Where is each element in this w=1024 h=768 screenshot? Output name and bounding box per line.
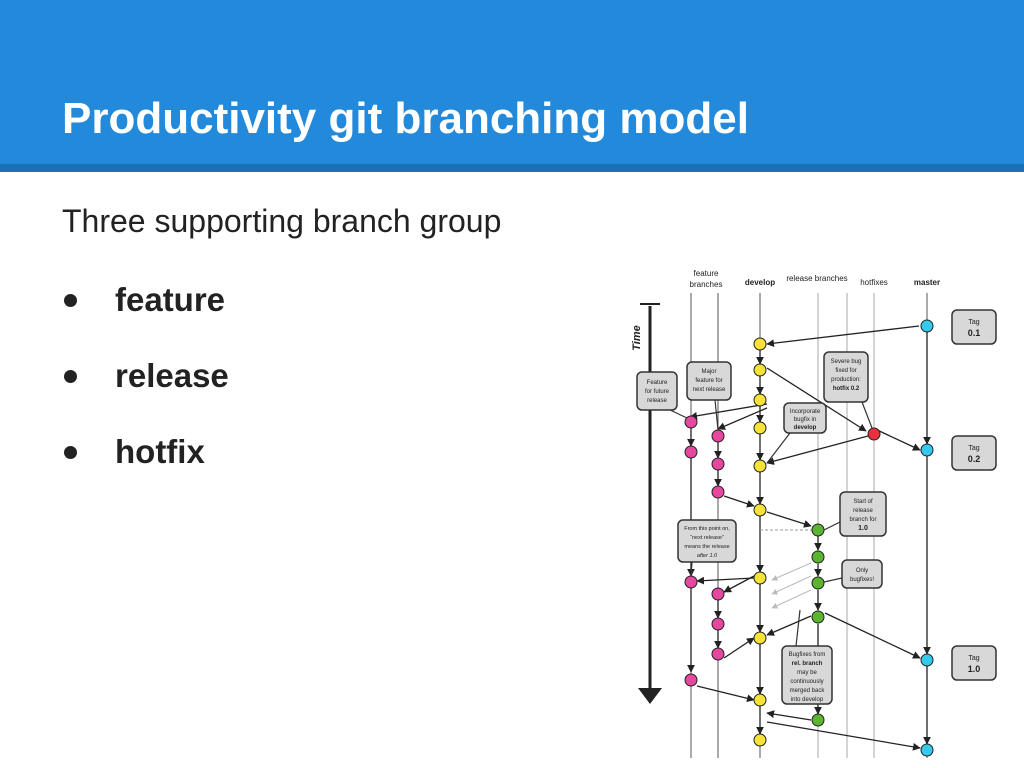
callout-feature-future: Feature for future release (636, 371, 688, 419)
svg-text:release: release (647, 398, 667, 404)
column-header-branches: branches (690, 280, 723, 289)
svg-text:Tag: Tag (968, 319, 979, 326)
column-header-develop: develop (745, 278, 775, 287)
bullet-item: feature (60, 262, 229, 338)
hotfix-commit (867, 427, 881, 441)
bullet-label: hotfix (115, 433, 205, 470)
slide-header (0, 0, 1024, 164)
svg-text:1.0: 1.0 (858, 525, 868, 532)
svg-text:0.2: 0.2 (968, 454, 981, 464)
svg-text:Severe bug: Severe bug (831, 359, 862, 365)
svg-text:0.1: 0.1 (968, 328, 981, 338)
svg-text:Feature: Feature (647, 380, 668, 386)
tag-box: Tag 0.2 (951, 435, 997, 471)
svg-text:merged back: merged back (790, 688, 826, 694)
svg-text:branch for: branch for (849, 517, 876, 523)
bullet-dot-icon (64, 293, 77, 307)
slide-title: Productivity git branching model (62, 94, 749, 143)
callout-severe-bug: Severe bug fixed for production: hotfix … (823, 351, 873, 429)
svg-text:Bugfixes from: Bugfixes from (789, 652, 826, 658)
bullet-dot-icon (64, 369, 77, 383)
bullet-label: release (115, 357, 229, 394)
bullet-label: feature (115, 281, 226, 318)
svg-text:bugfix in: bugfix in (794, 417, 816, 423)
svg-text:“next release”: “next release” (690, 535, 724, 541)
feature-commits (684, 415, 725, 687)
svg-text:after 1.0: after 1.0 (697, 553, 718, 559)
git-branching-diagram: feature branches develop release branche… (631, 269, 997, 758)
svg-text:production:: production: (831, 377, 861, 383)
bullet-item: release (60, 338, 229, 414)
svg-text:Only: Only (856, 568, 868, 574)
callout-start-release: Start of release branch for 1.0 (823, 491, 887, 537)
svg-text:develop: develop (794, 425, 817, 431)
slide-subtitle: Three supporting branch group (62, 203, 502, 239)
time-label: Time (631, 325, 643, 350)
column-header-feature: feature (694, 269, 719, 278)
svg-text:hotfix 0.2: hotfix 0.2 (833, 386, 860, 392)
svg-text:bugfixes!: bugfixes! (850, 577, 874, 583)
svg-text:next release: next release (693, 387, 726, 393)
bullet-item: hotfix (60, 414, 229, 490)
svg-text:release: release (853, 508, 873, 514)
time-axis-arrowhead (638, 688, 662, 704)
callout-incorporate: Incorporate bugfix in develop (766, 402, 827, 464)
column-header-master: master (914, 278, 940, 287)
tag-box: Tag 1.0 (951, 645, 997, 681)
svg-text:fixed for: fixed for (835, 368, 856, 374)
svg-text:into develop: into develop (791, 697, 824, 703)
svg-text:continuously: continuously (790, 679, 823, 685)
svg-text:rel. branch: rel. branch (792, 661, 823, 667)
merge-back-arrows (771, 562, 812, 609)
bullet-dot-icon (64, 445, 77, 459)
svg-text:Tag: Tag (968, 655, 979, 662)
svg-text:Incorporate: Incorporate (790, 409, 821, 415)
column-header-hotfixes: hotfixes (860, 278, 888, 287)
column-header-release: release branches (786, 274, 847, 283)
master-commits (920, 319, 934, 757)
tag-box: Tag 0.1 (951, 309, 997, 345)
callout-bugfixes-merged: Bugfixes from rel. branch may be continu… (781, 609, 833, 705)
svg-text:feature for: feature for (695, 378, 722, 384)
svg-text:Tag: Tag (968, 445, 979, 452)
callout-major-feature: Major feature for next release (686, 361, 732, 431)
bullet-list: feature release hotfix (60, 262, 229, 490)
callout-from-this-point: From this point on, “next release” means… (677, 519, 737, 577)
svg-text:Major: Major (701, 369, 716, 375)
svg-text:From this point on,: From this point on, (684, 526, 730, 532)
svg-text:for future: for future (645, 389, 670, 395)
svg-text:1.0: 1.0 (968, 664, 981, 674)
svg-text:Start of: Start of (853, 499, 873, 505)
callout-only-bugfixes: Only bugfixes! (823, 559, 883, 589)
svg-text:may be: may be (797, 670, 817, 676)
header-divider (0, 164, 1024, 172)
develop-commits (753, 337, 767, 747)
svg-text:means the release: means the release (684, 544, 729, 550)
release-commits (811, 523, 825, 727)
